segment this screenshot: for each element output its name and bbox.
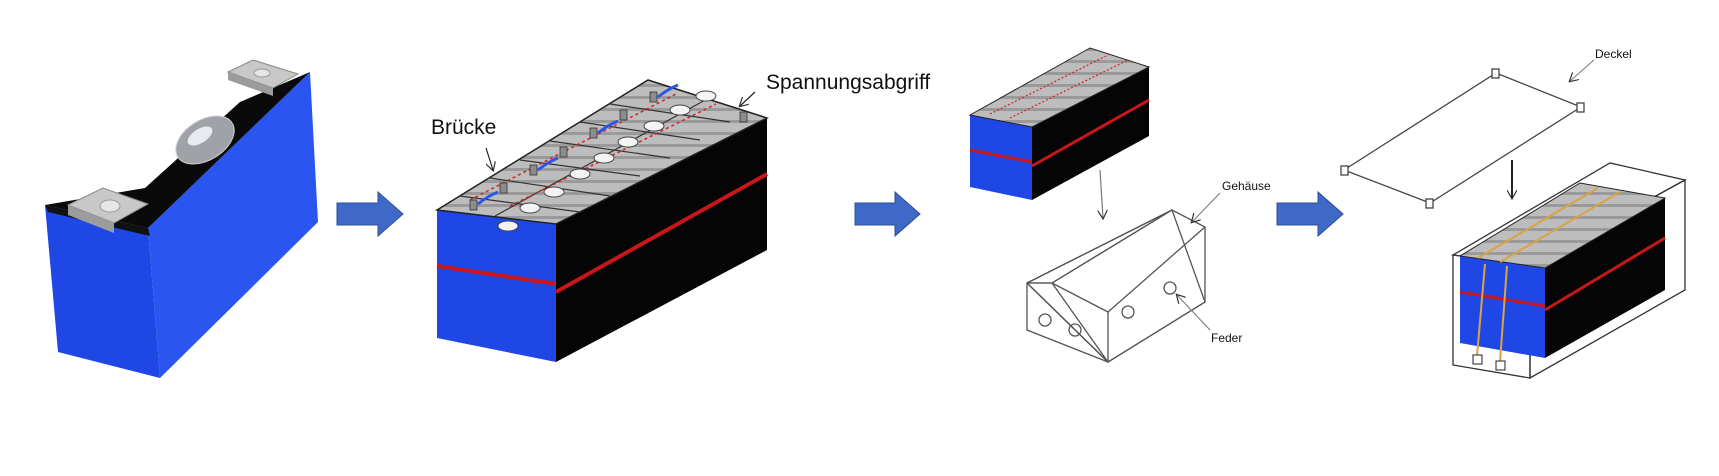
right-arrow-icon (854, 190, 921, 238)
right-arrow-icon (1276, 190, 1344, 238)
bridge-label: Brücke (431, 116, 497, 139)
lid-icon (1340, 68, 1585, 209)
housed-module-icon (1451, 162, 1687, 380)
right-arrow-icon (336, 190, 404, 238)
small-cell-stack-icon (968, 47, 1151, 200)
voltage-tap-label: Spannungsabgriff (766, 71, 931, 94)
cell-terminal-icon (226, 59, 300, 96)
spring-label: Feder (1211, 331, 1243, 345)
cell-terminal-icon (66, 187, 150, 233)
cell-stack-icon (434, 79, 769, 362)
single-cell-icon (45, 59, 318, 378)
housing-label: Gehäuse (1222, 179, 1271, 193)
housing-icon (1025, 209, 1206, 363)
lid-label: Deckel (1595, 47, 1632, 61)
